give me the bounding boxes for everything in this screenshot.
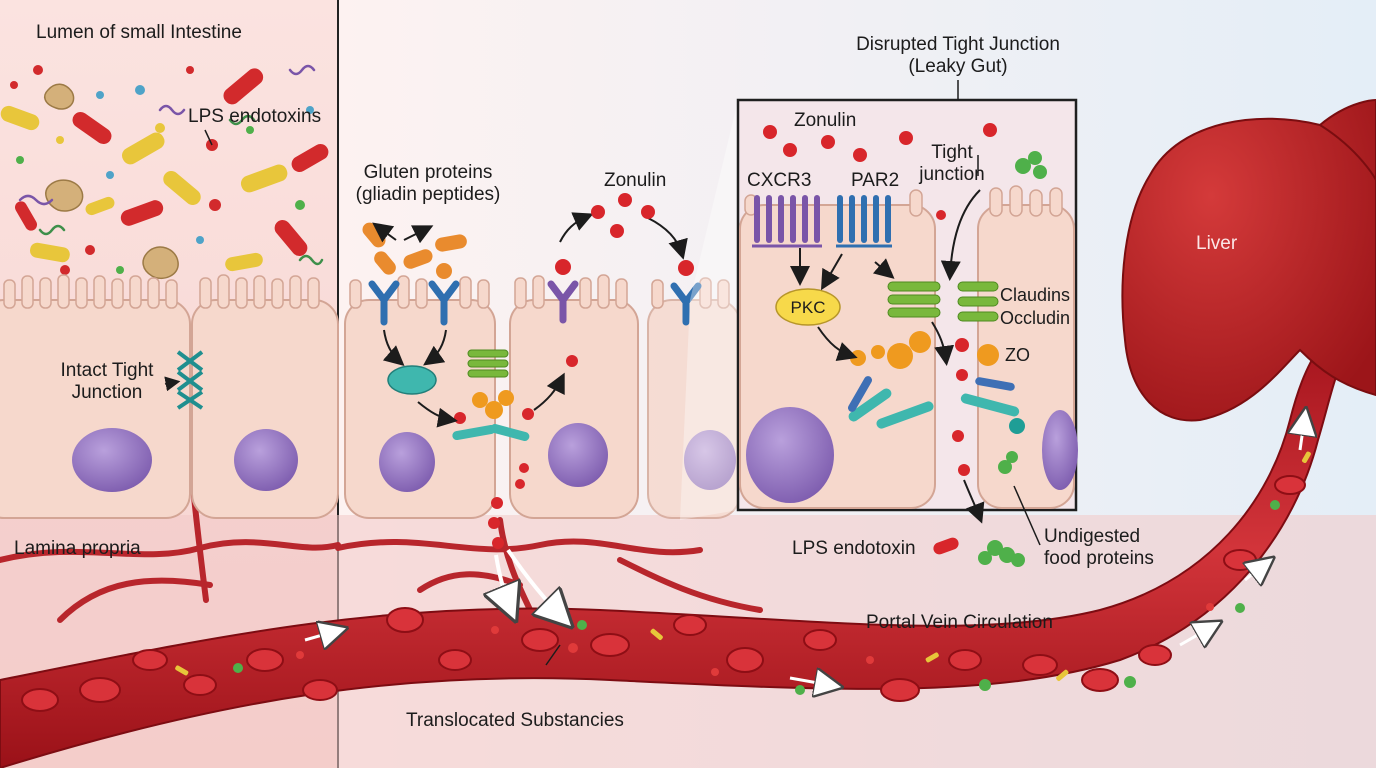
label-lps-endotoxins: LPS endotoxins: [188, 106, 322, 127]
nucleus: [548, 423, 608, 487]
label-cxcr3: CXCR3: [747, 170, 812, 191]
label-disrupted-tight-junction: Disrupted Tight Junction (Leaky Gut): [856, 34, 1060, 77]
nucleus: [72, 428, 152, 492]
label-lps-endotoxin: LPS endotoxin: [792, 538, 916, 559]
label-tight-junction: Tight junction: [919, 142, 985, 185]
nucleus: [684, 430, 736, 490]
label-lumen: Lumen of small Intestine: [36, 22, 242, 43]
gluten-receptors: [362, 222, 702, 489]
red-blood-cells: [21, 475, 1306, 712]
endotoxin-and-proteins: [933, 485, 1041, 567]
flow-arrows: [304, 415, 1305, 686]
label-lamina-propria: Lamina propria: [14, 538, 141, 559]
label-zonulin-top: Zonulin: [604, 170, 667, 191]
middle-epithelium: [344, 274, 741, 519]
label-occludin: Occludin: [1000, 308, 1071, 328]
nucleus: [234, 429, 298, 491]
liver-organ: [1121, 98, 1376, 422]
label-zo: ZO: [1005, 345, 1030, 365]
label-intact-tight-junction: Intact Tight Junction: [60, 360, 154, 403]
left-epithelium: [0, 274, 339, 519]
label-gluten-proteins: Gluten proteins (gliadin peptides): [355, 162, 501, 205]
middle-arrows: [372, 212, 688, 428]
pointer-lines: [204, 129, 979, 176]
inset-disrupted-tj: [736, 80, 1078, 524]
blood-particles: [175, 451, 1311, 695]
label-portal-vein: Portal Vein Circulation: [866, 612, 1053, 633]
nucleus: [379, 432, 435, 492]
label-inset-zonulin: Zonulin: [794, 110, 857, 131]
label-translocated-substances: Translocated Substancies: [406, 710, 624, 731]
label-claudins: Claudins: [1000, 285, 1071, 305]
label-pkc: PKC: [790, 298, 826, 317]
label-undigested-food-proteins: Undigested food proteins: [1044, 526, 1154, 569]
label-par2: PAR2: [851, 170, 900, 191]
zoom-connector: [680, 100, 738, 520]
translocated-particles: [488, 497, 565, 666]
zonulin-particles-top: [591, 193, 655, 238]
label-liver: Liver: [1196, 233, 1238, 254]
intact-tight-junction-shape: [176, 350, 204, 410]
lumen-microbes: [0, 64, 329, 280]
